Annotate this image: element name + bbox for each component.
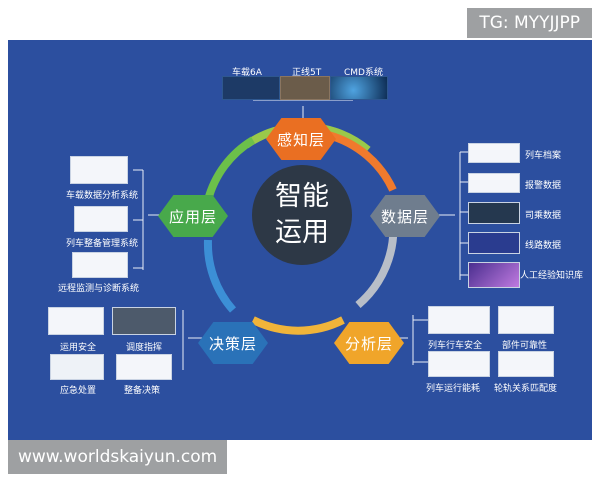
- ring-arc-bottom: [251, 316, 345, 335]
- data-layer-label: 数据层: [380, 207, 429, 226]
- application-layer-label: 应用层: [168, 207, 217, 226]
- perception-image-2: [280, 76, 330, 100]
- decision-image-4: [116, 354, 172, 380]
- analysis-item-2: 部件可靠性: [502, 341, 548, 351]
- decision-item-1: 运用安全: [60, 343, 97, 353]
- center-line-1: 智能: [275, 181, 329, 212]
- decision-item-3: 应急处置: [60, 386, 97, 396]
- perception-item-1: 车载6A: [232, 68, 262, 78]
- watermark-bottom: www.worldskaiyun.com: [8, 440, 228, 474]
- perception-item-2: 正线5T: [292, 68, 322, 78]
- perception-image-1: [222, 76, 280, 100]
- ring-arc-top-right: [326, 131, 397, 192]
- decision-image-3: [50, 354, 104, 380]
- application-image-1: [70, 156, 128, 184]
- data-item-2: 报警数据: [525, 181, 562, 191]
- data-image-3: [468, 202, 520, 224]
- decision-image-1: [48, 307, 104, 335]
- watermark-top: TG: MYYJJPP: [467, 8, 592, 38]
- perception-item-3: CMD系统: [344, 68, 383, 78]
- data-item-4: 线路数据: [525, 241, 562, 251]
- analysis-image-4: [498, 351, 554, 377]
- analysis-layer-label: 分析层: [344, 334, 393, 353]
- application-item-1: 车载数据分析系统: [66, 191, 139, 201]
- data-image-4: [468, 232, 520, 254]
- data-item-1: 列车档案: [525, 151, 562, 161]
- data-layer-node: 数据层: [370, 195, 440, 237]
- application-item-2: 列车整备管理系统: [66, 239, 139, 249]
- application-item-3: 远程监测与诊断系统: [58, 284, 140, 294]
- decision-item-2: 调度指挥: [126, 343, 163, 353]
- data-item-5: 人工经验知识库: [520, 271, 584, 281]
- analysis-image-2: [498, 306, 554, 334]
- application-image-3: [72, 252, 128, 278]
- application-layer-node: 应用层: [158, 195, 228, 237]
- analysis-item-4: 轮轨关系匹配度: [494, 384, 558, 394]
- center-line-2: 运用: [275, 217, 329, 248]
- analysis-image-3: [428, 351, 490, 377]
- perception-layer-node: 感知层: [266, 118, 336, 160]
- application-image-2: [74, 206, 128, 232]
- data-item-3: 司乘数据: [525, 211, 562, 221]
- analysis-item-1: 列车行车安全: [428, 341, 483, 351]
- analysis-image-1: [428, 306, 490, 334]
- ring-arc-left: [204, 136, 256, 202]
- decision-layer-label: 决策层: [208, 334, 257, 353]
- decision-image-2: [112, 307, 176, 335]
- data-image-1: [468, 143, 520, 163]
- decision-layer-node: 决策层: [198, 322, 268, 364]
- center-node: 智能 运用: [252, 165, 352, 265]
- smart-operation-diagram: 智能 运用 感知层 应用层 数据层 决策层 分析层 车载6A 正线5T CMD系…: [8, 40, 592, 440]
- perception-image-3: [330, 76, 388, 100]
- analysis-layer-node: 分析层: [334, 322, 404, 364]
- data-image-2: [468, 173, 520, 193]
- data-image-5: [468, 262, 520, 288]
- ring-arc-left-bottom: [203, 239, 237, 313]
- analysis-item-3: 列车运行能耗: [426, 384, 481, 394]
- decision-item-4: 整备决策: [124, 386, 161, 396]
- perception-layer-label: 感知层: [276, 130, 325, 149]
